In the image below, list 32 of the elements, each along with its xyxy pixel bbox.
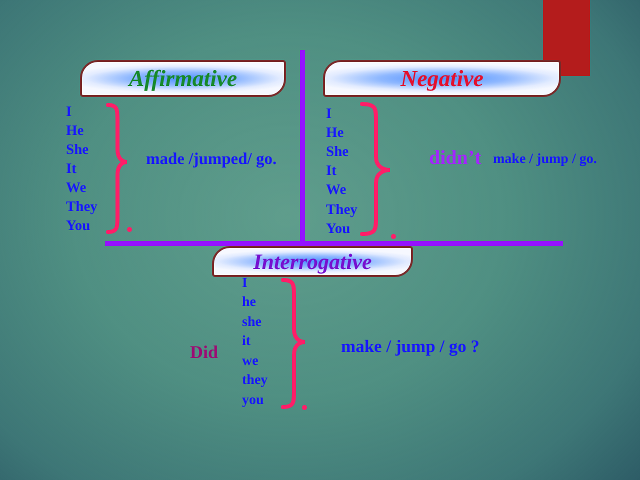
- heading-tab: [212, 246, 413, 277]
- pronoun-text: You: [326, 220, 350, 238]
- pronoun-text: It: [66, 160, 76, 178]
- pronoun-text: I: [66, 104, 72, 120]
- auxiliary-text: didn’t: [429, 146, 482, 170]
- sentence-text: make / jump / go ?: [341, 336, 480, 356]
- pronoun-text: He: [326, 124, 344, 142]
- pronoun-text: She: [66, 142, 89, 158]
- heading-text: Negative: [400, 67, 484, 90]
- auxiliary-text: Did: [190, 342, 218, 362]
- sentence-text: made /jumped/ go.: [146, 150, 277, 168]
- pronoun-text: You: [66, 218, 90, 234]
- pronoun-text: She: [326, 144, 349, 161]
- pronoun-text: she: [242, 314, 262, 332]
- pronoun-text: I: [326, 106, 332, 122]
- pronoun-text: I: [242, 276, 248, 292]
- sentence-text: make / jump / go.: [493, 152, 597, 168]
- pronoun-text: They: [66, 198, 98, 216]
- heading-tab: [323, 60, 561, 97]
- heading-text: Affirmative: [128, 67, 238, 90]
- pronoun-text: We: [326, 182, 346, 200]
- heading-text: Interrogative: [253, 250, 372, 272]
- pronoun-text: you: [242, 392, 264, 410]
- pronoun-text: He: [66, 122, 84, 140]
- pronoun-text: we: [242, 354, 258, 370]
- pronoun-text: They: [326, 202, 358, 218]
- pronoun-text: they: [242, 373, 268, 390]
- pronoun-text: It: [326, 163, 336, 180]
- heading-tab: [80, 60, 286, 97]
- pronoun-text: We: [66, 180, 86, 196]
- pronoun-text: he: [242, 295, 256, 312]
- pronoun-text: it: [242, 334, 251, 351]
